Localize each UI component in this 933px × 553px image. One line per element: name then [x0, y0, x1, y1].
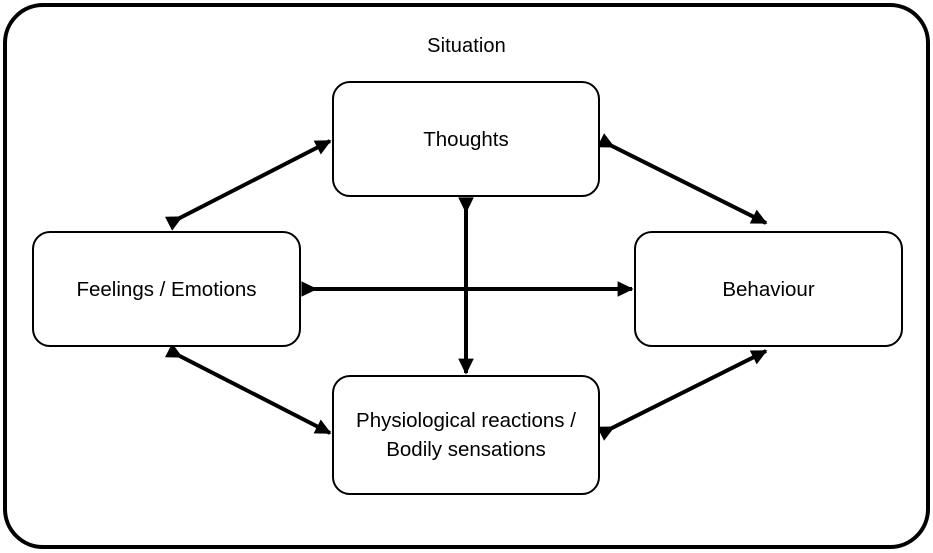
- node-physiological-reactions-label: Physiological reactions / Bodily sensati…: [356, 409, 576, 461]
- node-behaviour-label: Behaviour: [722, 277, 815, 301]
- node-feelings[interactable]: Feelings / Emotions: [32, 231, 301, 347]
- node-thoughts-label: Thoughts: [423, 127, 509, 151]
- node-thoughts[interactable]: Thoughts: [332, 81, 600, 197]
- node-feelings-label: Feelings / Emotions: [76, 277, 257, 301]
- situation-label: Situation: [427, 35, 506, 57]
- node-physiological-reactions[interactable]: Physiological reactions / Bodily sensati…: [332, 375, 600, 495]
- situation-container: [3, 3, 930, 549]
- node-behaviour[interactable]: Behaviour: [634, 231, 903, 347]
